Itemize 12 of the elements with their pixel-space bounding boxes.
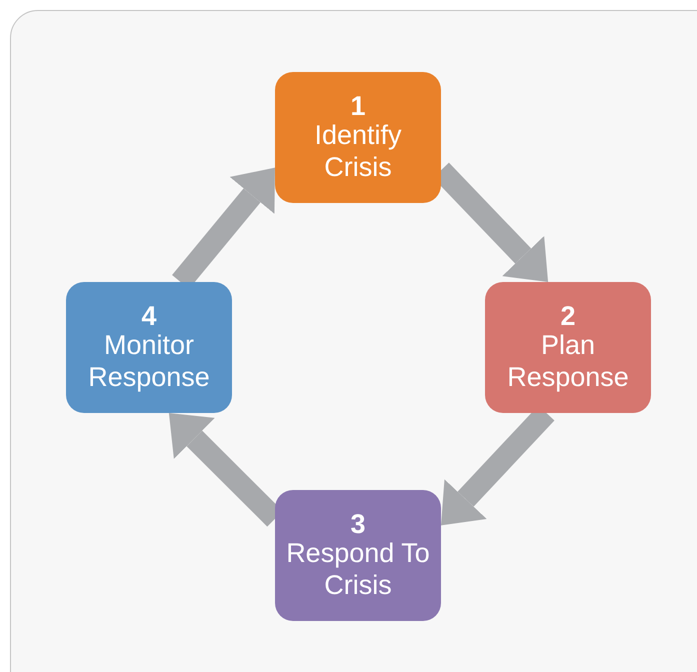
step-label: Respond To Crisis bbox=[285, 538, 431, 602]
step-number: 2 bbox=[560, 302, 576, 330]
step-number: 3 bbox=[350, 510, 366, 538]
step-label: Monitor Response bbox=[87, 330, 211, 394]
step-box bbox=[485, 282, 651, 413]
step-label: Plan Response bbox=[506, 330, 630, 394]
step-box bbox=[275, 72, 441, 203]
step-box bbox=[66, 282, 232, 413]
step-label: Identify Crisis bbox=[313, 120, 403, 184]
step-box bbox=[275, 490, 441, 621]
step-number: 4 bbox=[141, 302, 157, 330]
step-number: 1 bbox=[350, 92, 366, 120]
